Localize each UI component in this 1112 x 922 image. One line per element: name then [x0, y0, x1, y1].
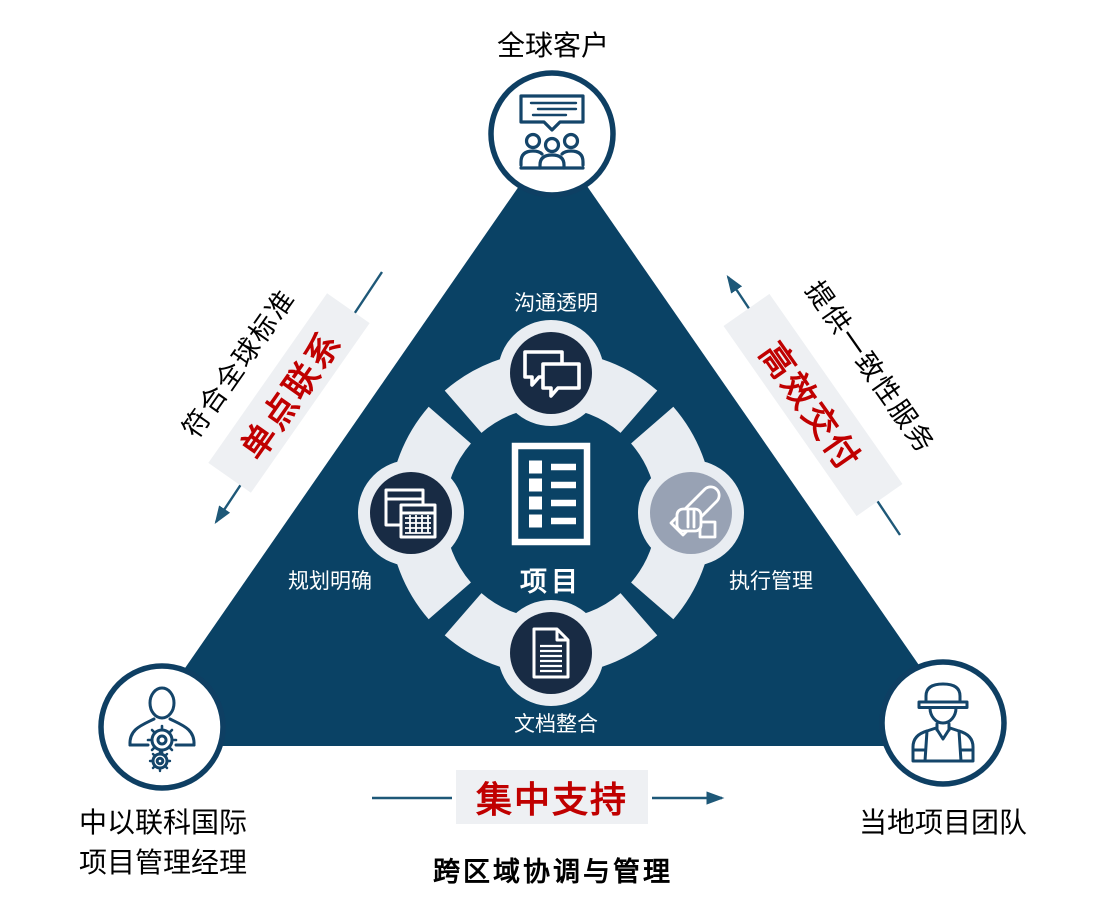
checklist-icon: [511, 442, 591, 546]
bottom-left-label-line2: 项目管理经理: [78, 847, 247, 878]
top-corner-circle: [488, 70, 616, 198]
triangle-shape: [131, 137, 975, 746]
bottom-left-label-line1: 中以联科国际: [78, 807, 247, 838]
node-label-planning: 规划明确: [288, 570, 372, 593]
document-icon: [532, 627, 570, 679]
calendar-icon: [384, 488, 437, 539]
gear-large: [146, 724, 178, 756]
bottom-right-corner-label: 当地项目团队: [858, 807, 1027, 838]
bottom-edge-caption: 跨区域协调与管理: [433, 857, 673, 887]
chat-bubbles-icon: [523, 350, 581, 398]
manager-gears-icon: [128, 686, 196, 773]
construction-worker-icon: [911, 682, 975, 763]
top-corner-label: 全球客户: [496, 30, 609, 61]
center-label: 项目: [520, 567, 582, 597]
wrench-hand-icon: [669, 485, 721, 539]
node-label-documents: 文档整合: [514, 713, 598, 736]
bottom-left-corner-label: 中以联科国际 项目管理经理: [33, 803, 293, 883]
gear-small: [148, 749, 172, 773]
node-label-execution: 执行管理: [729, 570, 813, 593]
bottom-edge-highlight: 集中支持: [456, 770, 648, 824]
node-label-communication: 沟通透明: [514, 292, 598, 315]
node-circle-documents: [510, 612, 592, 694]
presentation-audience-icon: [519, 94, 585, 170]
